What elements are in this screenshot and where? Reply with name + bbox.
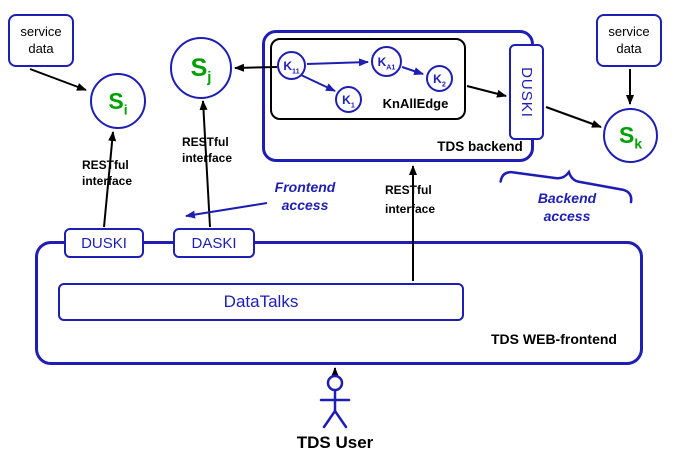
datatalks-box: DataTalks xyxy=(58,283,464,321)
knowledge-node-ka1: KA1 xyxy=(371,46,402,77)
arrow-frontend-access-to-daski xyxy=(185,202,268,219)
k1-main: K xyxy=(342,92,351,107)
arrow-duski-backend-to-sk xyxy=(545,106,602,128)
restful-si-line1: RESTful xyxy=(82,158,129,172)
restful-mid-line2: interface xyxy=(385,201,436,216)
sj-sub: j xyxy=(207,68,212,86)
service-node-sj: Sj xyxy=(170,37,232,99)
si-main: S xyxy=(108,87,124,114)
k2-main: K xyxy=(433,71,442,86)
restful-mid-line1: RESTful xyxy=(385,183,432,197)
stick-figure-left-leg xyxy=(322,409,337,429)
k11-sub: 11 xyxy=(292,65,300,75)
k11-main: K xyxy=(283,58,293,73)
service-data-box-right: service data xyxy=(596,14,662,67)
tds-web-frontend-label: TDS WEB-frontend xyxy=(491,331,617,347)
knalledge-label: KnAllEdge xyxy=(382,96,449,111)
daski-label: DASKI xyxy=(191,234,237,252)
datatalks-label: DataTalks xyxy=(223,292,299,311)
duski-backend-box: DUSKI xyxy=(509,44,544,140)
service-node-si: Si xyxy=(90,73,146,129)
ka1-label: KA1 xyxy=(377,54,396,71)
frontend-access-label: Frontend access xyxy=(262,179,348,214)
k1-sub: 1 xyxy=(350,99,355,109)
service-data-right-text: service data xyxy=(608,24,649,58)
sj-label: Sj xyxy=(190,53,212,85)
k2-sub: 2 xyxy=(441,78,446,88)
duski-backend-label: DUSKI xyxy=(518,66,535,118)
arrow-servicedata-left-to-si xyxy=(29,68,87,91)
frontend-access-line2: access xyxy=(281,196,329,213)
knowledge-node-k2: K2 xyxy=(426,65,453,92)
restful-sj-line2: interface xyxy=(182,151,233,166)
backend-access-label: Backend access xyxy=(517,190,617,225)
k11-label: K11 xyxy=(283,58,300,75)
restful-interface-label-si: RESTful interface xyxy=(82,157,132,189)
restful-si-line2: interface xyxy=(82,174,133,189)
restful-interface-label-mid: RESTful interface xyxy=(385,181,435,218)
sk-label: Sk xyxy=(618,122,642,151)
service-data-left-text: service data xyxy=(20,24,61,58)
user-stick-figure xyxy=(319,374,351,429)
service-data-right-line1: service xyxy=(608,23,650,39)
tds-backend-label: TDS backend xyxy=(437,139,523,154)
stick-figure-right-leg xyxy=(333,409,348,429)
duski-frontend-box: DUSKI xyxy=(64,228,144,258)
backend-access-line2: access xyxy=(543,207,591,224)
restful-sj-line1: RESTful xyxy=(182,135,229,149)
daski-box: DASKI xyxy=(173,228,255,258)
ka1-sub: A1 xyxy=(386,61,396,71)
knowledge-node-k11: K11 xyxy=(277,51,306,80)
stick-figure-head xyxy=(326,374,344,392)
restful-interface-label-sj: RESTful interface xyxy=(182,134,232,166)
duski-frontend-label: DUSKI xyxy=(81,234,127,252)
ka1-main: K xyxy=(377,54,387,69)
tds-user-label: TDS User xyxy=(296,433,374,452)
si-label: Si xyxy=(108,87,127,116)
sj-main: S xyxy=(190,53,208,82)
si-sub: i xyxy=(123,102,128,118)
frontend-access-line1: Frontend xyxy=(274,179,336,195)
sk-main: S xyxy=(618,122,635,148)
service-data-left-line1: service xyxy=(20,23,62,39)
service-data-right-line2: data xyxy=(616,40,642,56)
service-data-box-left: service data xyxy=(8,14,74,67)
service-data-left-line2: data xyxy=(28,40,54,56)
k2-label: K2 xyxy=(433,71,446,88)
service-node-sk: Sk xyxy=(603,108,658,163)
k1-label: K1 xyxy=(342,92,355,109)
backend-access-line1: Backend xyxy=(537,190,597,206)
sk-sub: k xyxy=(634,136,643,152)
knowledge-node-k1: K1 xyxy=(335,86,362,113)
